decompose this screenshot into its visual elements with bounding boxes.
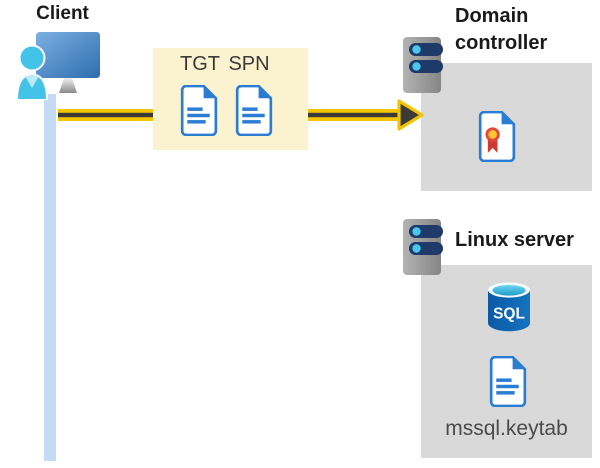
spn-label: SPN xyxy=(228,53,270,75)
keytab-file-label: mssql.keytab xyxy=(445,417,568,440)
keytab-document-icon xyxy=(489,356,527,407)
linux-server-icon xyxy=(403,219,443,275)
sql-database-icon: SQL xyxy=(488,282,530,332)
spn-document-icon xyxy=(235,85,273,136)
tgt-document-icon xyxy=(180,85,218,136)
domain-controller-label: Domain controller xyxy=(455,5,548,54)
linux-server-label: Linux server xyxy=(455,229,574,251)
certificate-icon xyxy=(478,111,516,162)
client-label: Client xyxy=(36,3,89,24)
ticket-box xyxy=(153,48,308,150)
tgt-label: TGT xyxy=(180,53,220,75)
client-timeline-line xyxy=(44,94,56,461)
domain-controller-server-icon xyxy=(403,37,443,93)
sql-icon-text: SQL xyxy=(493,306,525,323)
client-workstation-icon xyxy=(18,32,100,100)
